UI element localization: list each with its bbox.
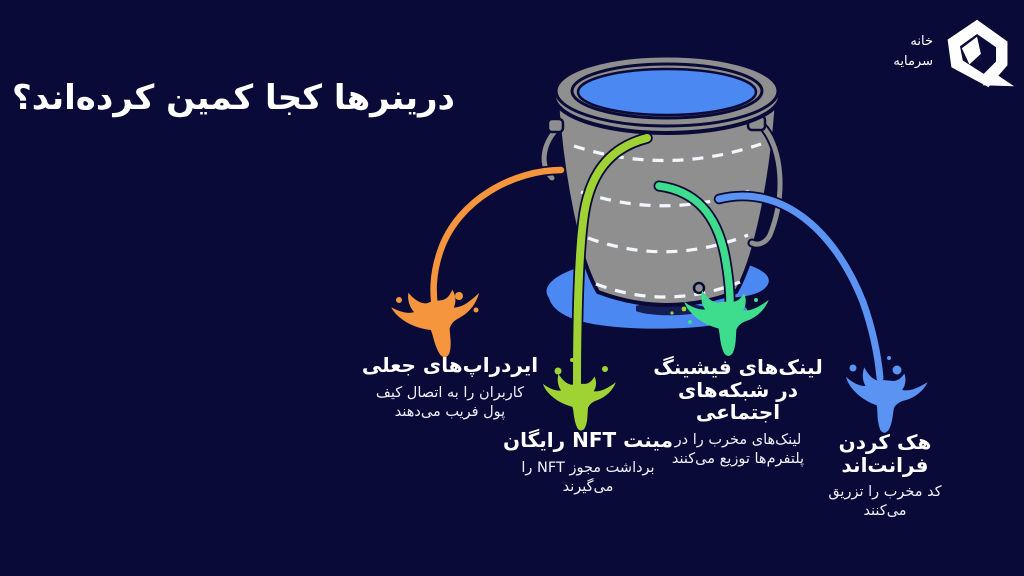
teal-stream (653, 180, 769, 356)
label-frontend-hack: هک کردن فرانت‌اند کد مخرب را تزریق می‌کن… (792, 431, 978, 522)
bucket-water-surface (576, 67, 758, 117)
brand-logo: خانه سرمایه (893, 12, 1016, 92)
orange-stream (389, 165, 566, 364)
label-fake-airdrops: ایردراپ‌های جعلی کاربران را به اتصال کیف… (357, 354, 543, 422)
label-phishing-links: لینک‌های فیشینگ در شبکه‌های اجتماعی لینک… (645, 356, 831, 469)
label-description: برداشت مجوز NFT را می‌گیرند (521, 459, 655, 495)
brand-name-line2: سرمایه (893, 54, 933, 69)
blue-stream (713, 190, 929, 437)
label-heading: هک کردن فرانت‌اند (838, 430, 932, 477)
page-title: درینرها کجا کمین کرده‌اند؟ (12, 78, 455, 118)
label-free-nft-mint: مینت NFT رایگان برداشت مجوز NFT را می‌گی… (495, 429, 681, 497)
label-description: لینک‌های مخرب را در پلتفرم‌ها توزیع می‌ک… (671, 431, 805, 468)
label-description: کاربران را به اتصال کیف پول فریب می‌دهند (375, 384, 525, 420)
label-heading: مینت NFT رایگان (503, 428, 673, 452)
brand-name-line1: خانه (910, 33, 933, 49)
label-heading: ایردراپ‌های جعلی (361, 353, 539, 377)
label-heading: لینک‌های فیشینگ در شبکه‌های اجتماعی (653, 355, 823, 425)
brand-logo-wordmark: خانه سرمایه (893, 32, 933, 72)
brand-logo-icon (940, 19, 1015, 89)
label-description: کد مخرب را تزریق می‌کنند (828, 484, 942, 520)
bucket-dashed-lines (573, 142, 762, 299)
lime-stream (542, 132, 653, 431)
bucket-rim (552, 54, 782, 135)
bucket-drip (692, 281, 706, 295)
